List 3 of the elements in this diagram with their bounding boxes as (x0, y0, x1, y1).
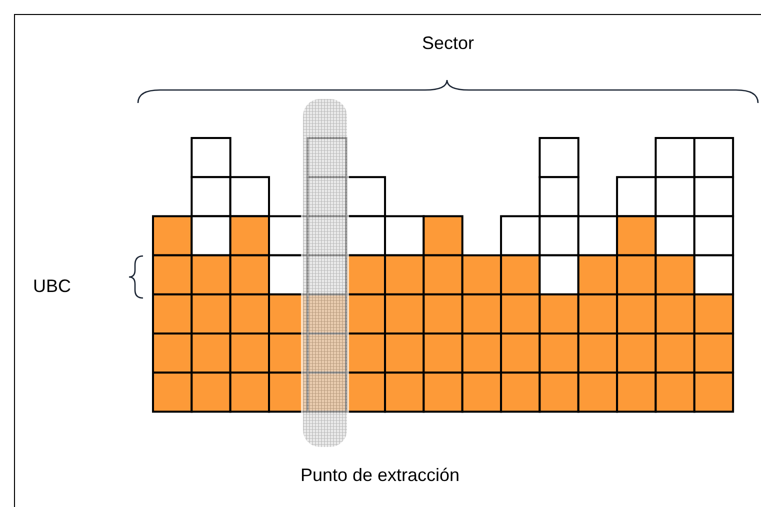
sector-label: Sector (422, 33, 474, 53)
block-unit-label: UBC (33, 276, 72, 296)
extraction-point-label: Punto de extracción (300, 465, 460, 485)
